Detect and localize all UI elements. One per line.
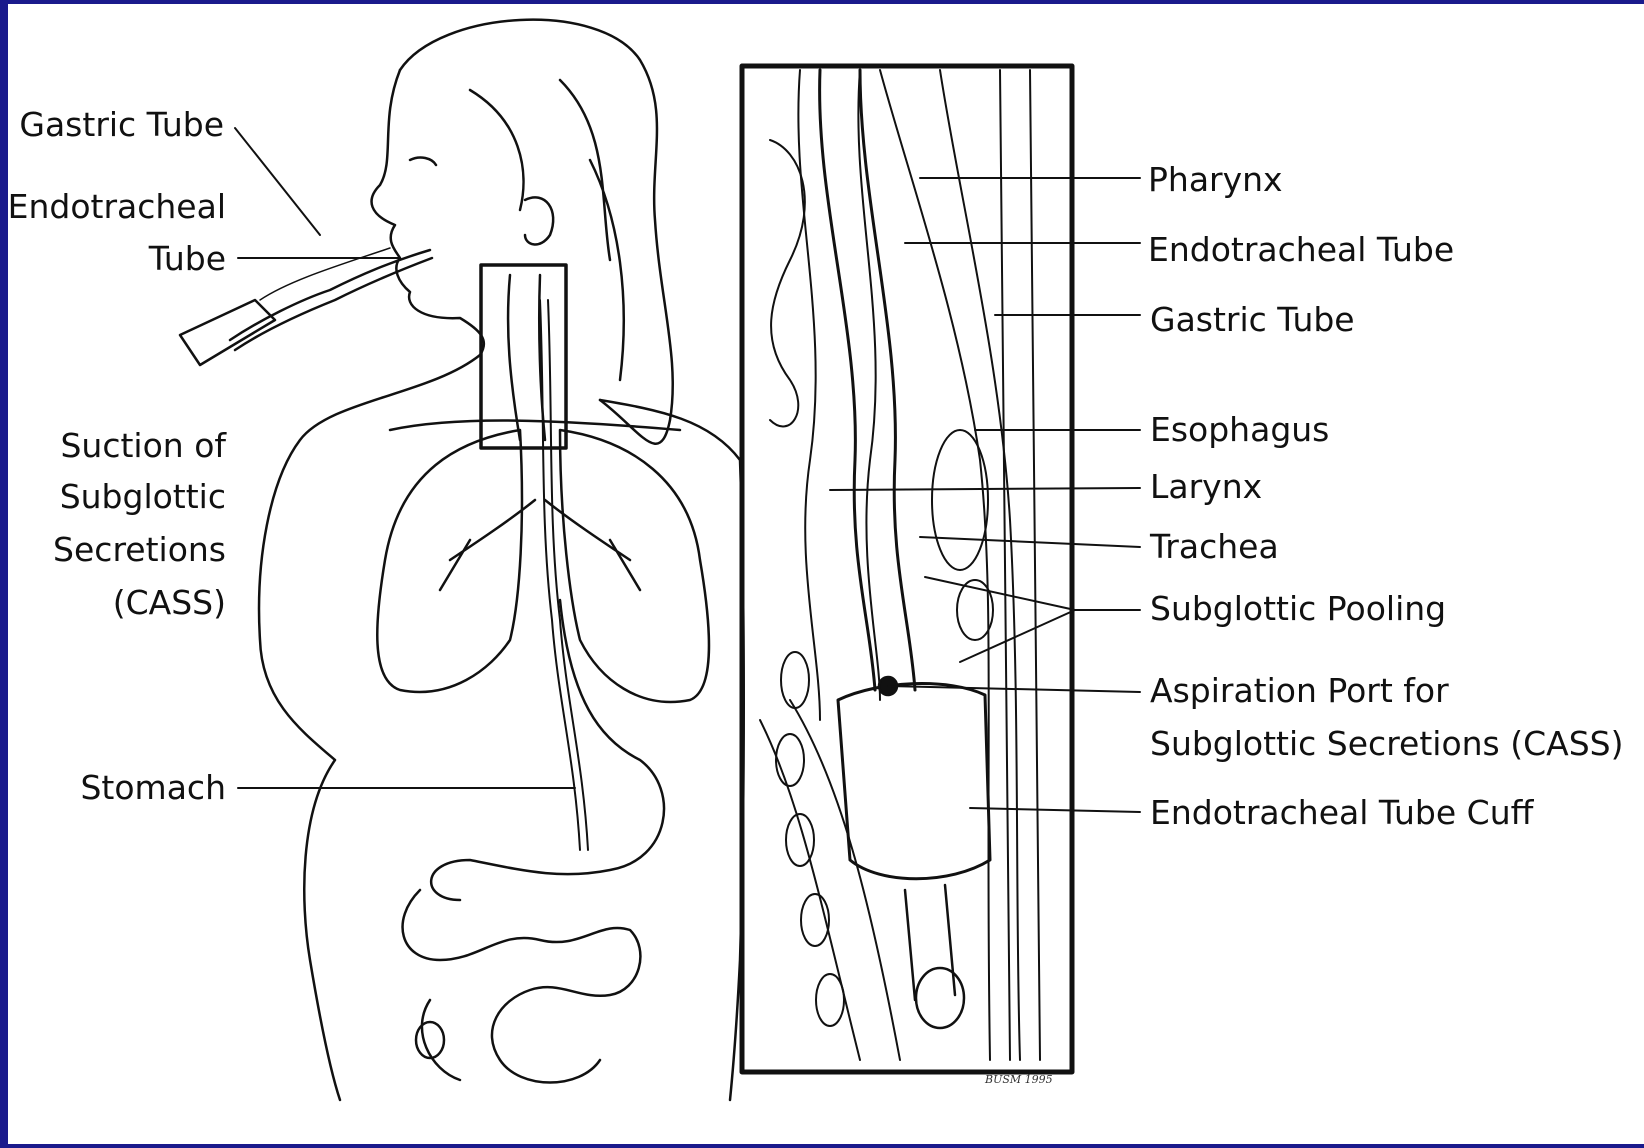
endotracheal-tube-detail <box>820 70 915 690</box>
torso-left <box>259 355 480 1100</box>
left-leaders <box>235 128 575 788</box>
label-subglottic-pooling: Subglottic Pooling <box>1150 582 1446 635</box>
cuff-outline <box>838 684 990 879</box>
distal-tube <box>905 885 955 1000</box>
gastric-tube-path <box>540 300 580 850</box>
label-suction-line2: Subglottic <box>0 470 226 523</box>
head-outline <box>400 20 673 444</box>
label-larynx: Larynx <box>1150 460 1262 513</box>
label-gastric-tube-left: Gastric Tube <box>0 98 224 151</box>
label-suction-line4: (CASS) <box>0 576 226 629</box>
label-endotracheal-left-line2: Tube <box>0 232 226 285</box>
label-aspiration-line2: Subglottic Secretions (CASS) <box>1150 717 1624 770</box>
shoulder-line <box>390 421 680 430</box>
face-profile <box>372 70 484 355</box>
label-trachea: Trachea <box>1150 520 1279 573</box>
label-pharynx: Pharynx <box>1148 153 1283 206</box>
bronchi <box>440 500 640 590</box>
label-aspiration-line1: Aspiration Port for <box>1150 664 1449 717</box>
label-esophagus: Esophagus <box>1150 403 1329 456</box>
ear <box>525 197 553 244</box>
right-lung <box>560 430 709 702</box>
label-suction-line3: Secretions <box>0 523 226 576</box>
label-stomach: Stomach <box>0 761 226 814</box>
tube-tip <box>916 968 964 1028</box>
eye <box>410 158 436 165</box>
label-gastric-tube-right: Gastric Tube <box>1150 293 1355 346</box>
label-suction-line1: Suction of <box>0 419 226 472</box>
suction-connector <box>180 300 275 365</box>
label-endotracheal-tube-cuff: Endotracheal Tube Cuff <box>1150 786 1533 839</box>
stomach-outline <box>431 600 664 900</box>
label-endotracheal-tube-right: Endotracheal Tube <box>1148 223 1454 276</box>
label-endotracheal-left-line1: Endotracheal <box>0 180 226 233</box>
hair-strands <box>470 80 624 380</box>
artist-signature: BUSM 1995 <box>985 1073 1053 1086</box>
